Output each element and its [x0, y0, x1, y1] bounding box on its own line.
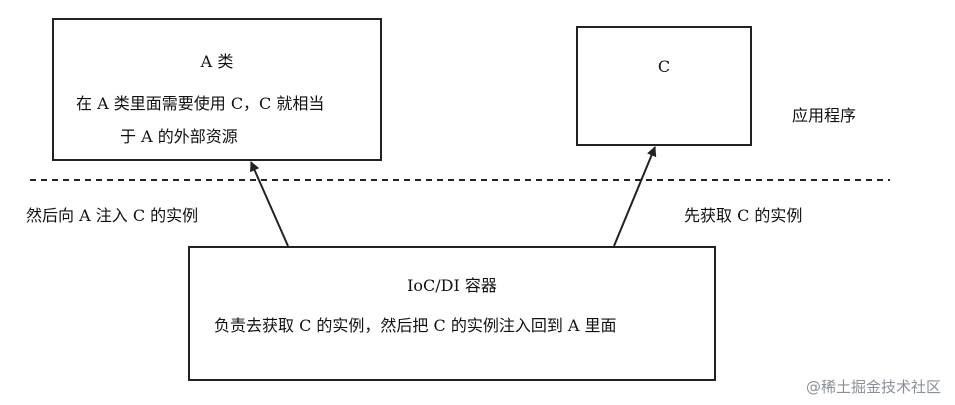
class-a-box [52, 18, 382, 161]
arrow-container-to-c [613, 146, 657, 247]
class-a-desc-line1: 在 A 类里面需要使用 C，C 就相当 [76, 94, 325, 113]
application-label: 应用程序 [792, 106, 857, 125]
class-a-title: A 类 [200, 52, 234, 71]
ioc-container-title: IoC/DI 容器 [407, 276, 497, 295]
inject-label: 然后向 A 注入 C 的实例 [26, 206, 199, 225]
watermark: @稀土掘金技术社区 [805, 378, 941, 396]
arrow-container-to-a [250, 161, 289, 247]
class-c-box [576, 26, 752, 146]
ioc-container-desc: 负责去获取 C 的实例，然后把 C 的实例注入回到 A 里面 [214, 316, 617, 335]
ioc-container-box [188, 246, 716, 381]
fetch-label: 先获取 C 的实例 [684, 206, 803, 225]
class-a-desc-line2: 于 A 的外部资源 [120, 127, 238, 146]
class-c-title: C [657, 57, 671, 76]
